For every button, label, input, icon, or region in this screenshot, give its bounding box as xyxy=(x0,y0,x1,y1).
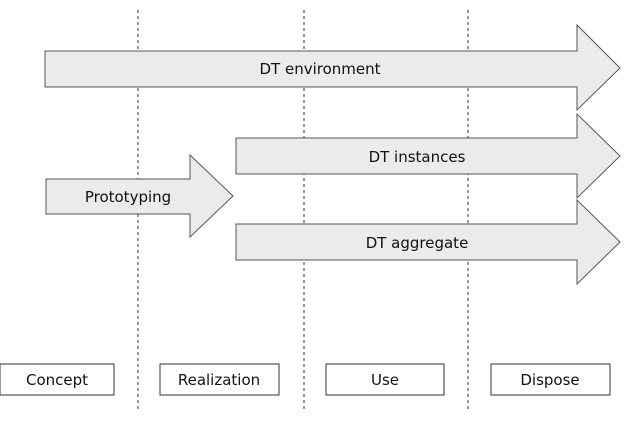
phase-realization-label: Realization xyxy=(178,371,260,389)
dt-aggregate-arrow: DT aggregate xyxy=(235,198,621,286)
prototyping-label: Prototyping xyxy=(85,188,171,206)
phase-use: Use xyxy=(325,363,445,396)
phase-concept-label: Concept xyxy=(26,371,88,389)
phase-realization: Realization xyxy=(159,363,280,396)
dt-instances-label: DT instances xyxy=(369,148,466,166)
phase-dispose-label: Dispose xyxy=(520,371,579,389)
dt-environment-arrow: DT environment xyxy=(44,23,621,112)
dt-aggregate-label: DT aggregate xyxy=(366,234,469,252)
dt-environment-label: DT environment xyxy=(259,60,380,78)
prototyping-arrow: Prototyping xyxy=(45,153,234,239)
phase-dispose: Dispose xyxy=(490,363,611,396)
phase-concept: Concept xyxy=(0,363,115,396)
phase-use-label: Use xyxy=(371,371,399,389)
dt-instances-arrow: DT instances xyxy=(235,112,621,200)
